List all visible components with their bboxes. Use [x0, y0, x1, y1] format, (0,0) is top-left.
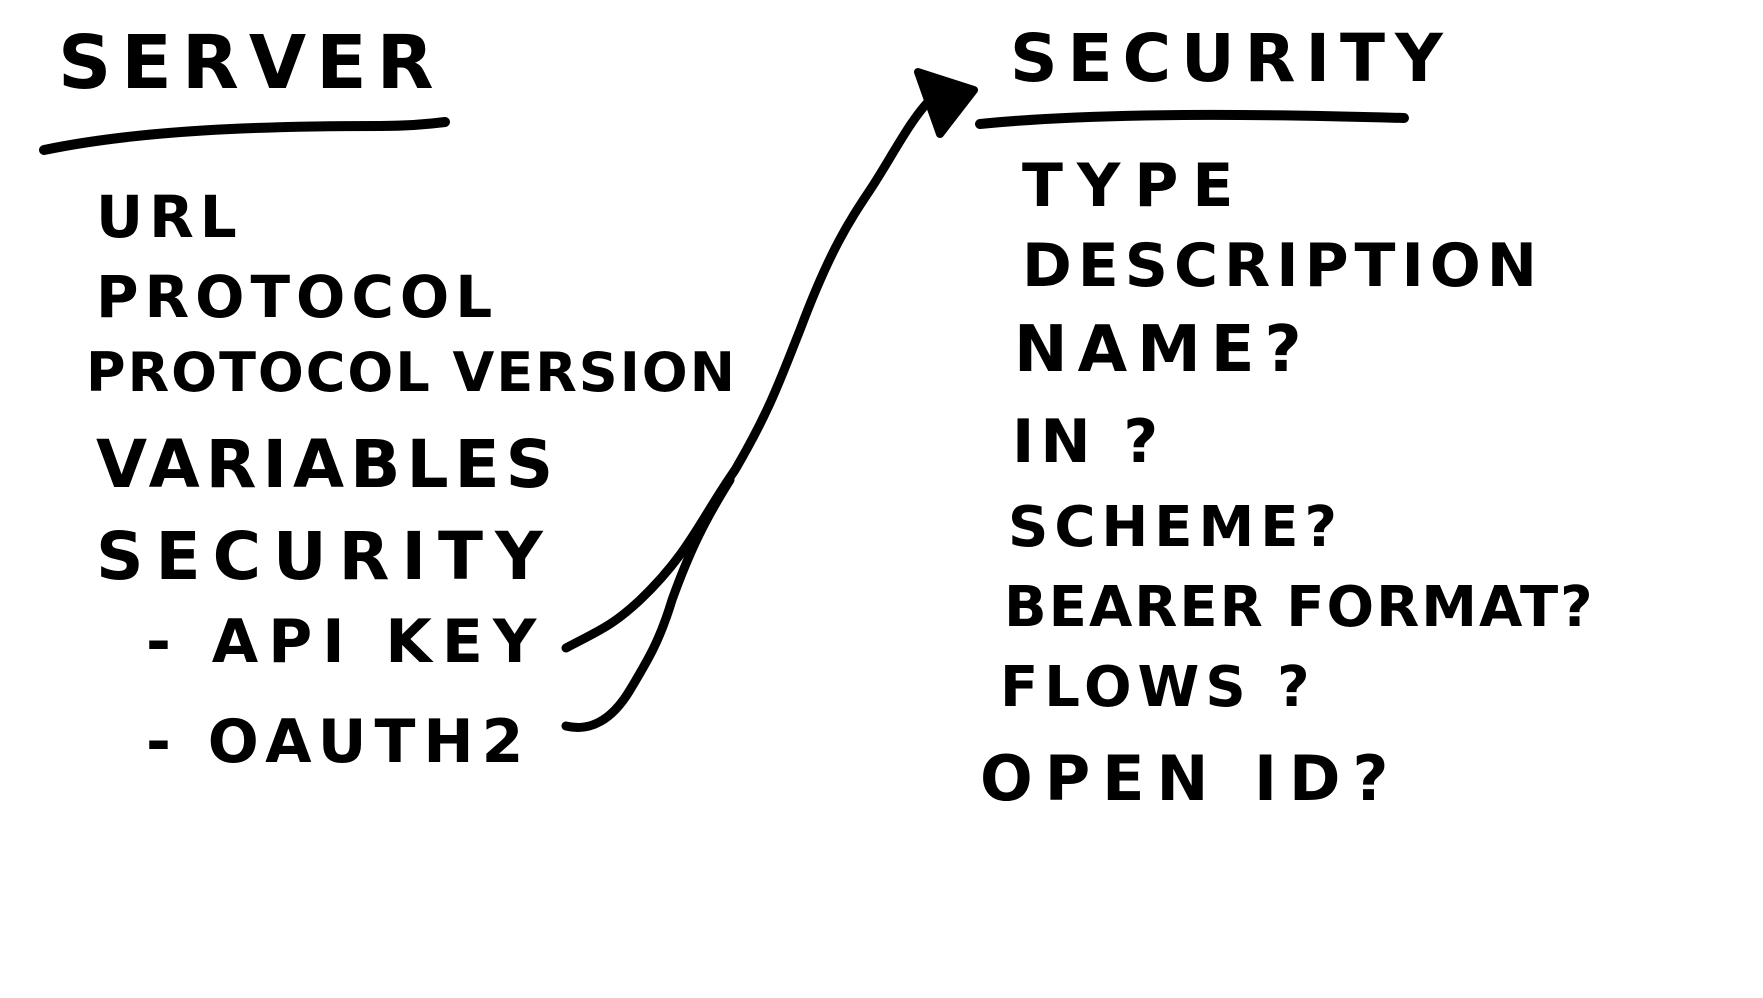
security-title-underline	[975, 109, 1409, 129]
security-field-in: IN ?	[1012, 407, 1165, 477]
security-field-open-id: OPEN ID?	[980, 742, 1401, 815]
server-field-protocol-version: PROTOCOL VERSION	[86, 341, 737, 404]
security-field-bearer-format: BEARER FORMAT?	[1004, 575, 1595, 640]
security-field-scheme: SCHEME?	[1008, 495, 1344, 560]
security-field-description: DESCRIPTION	[1022, 231, 1544, 301]
server-field-url: URL	[96, 183, 243, 251]
server-field-protocol: PROTOCOL	[96, 263, 499, 331]
security-field-flows: FLOWS ?	[1000, 655, 1316, 720]
connector-arrowhead	[914, 68, 978, 138]
server-field-variables: VARIABLES	[96, 426, 560, 503]
api-key-connector	[561, 95, 935, 653]
server-title-underline	[39, 117, 450, 155]
security-field-type: TYPE	[1022, 151, 1248, 221]
server-security-oauth2: - OAUTH2	[146, 707, 532, 777]
server-title: SERVER	[58, 20, 444, 106]
server-security-api-key: - API KEY	[146, 607, 547, 677]
security-title: SECURITY	[1010, 20, 1453, 97]
oauth2-connector	[561, 475, 735, 732]
server-field-security: SECURITY	[96, 518, 555, 595]
security-field-name: NAME?	[1014, 313, 1312, 387]
